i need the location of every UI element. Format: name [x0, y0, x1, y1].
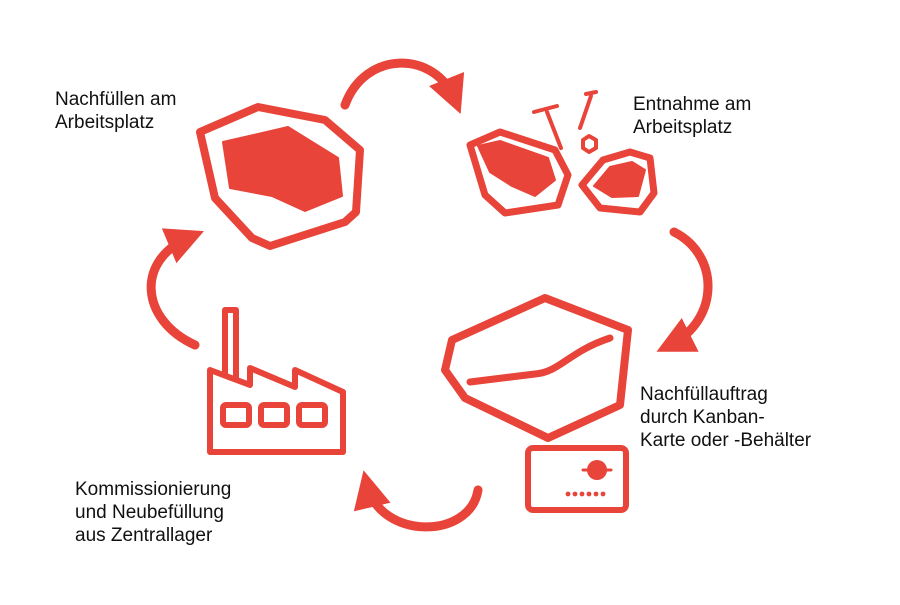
step-label-picking: Kommissionierung und Neubefüllung aus Ze… [75, 478, 231, 547]
step-label-line: Nachfüllauftrag [640, 384, 768, 405]
storage-bin-icon [196, 103, 364, 250]
arrow-left-icon [146, 228, 204, 350]
step-label-line: Kommissionierung [75, 479, 232, 500]
kanban-card-icon [525, 445, 629, 513]
arrow-top-icon [340, 58, 465, 115]
factory-icon [207, 307, 346, 455]
step-label-order: Nachfüllauftrag durch Kanban- Karte oder… [640, 383, 811, 452]
step-label-line: Entnahme am [633, 94, 752, 115]
empty-bin-and-kanban-card-icon [441, 294, 632, 513]
step-label-line: Arbeitsplatz [55, 112, 155, 133]
arrow-right-icon [656, 227, 713, 352]
step-label-line: aus Zentrallager [75, 525, 213, 546]
step-label-line: Arbeitsplatz [633, 117, 733, 138]
step-label-line: durch Kanban- [640, 407, 765, 428]
step-label-line: und Neubefüllung [75, 502, 224, 523]
step-label-line: Karte oder -Behälter [640, 430, 812, 451]
bins-with-screws-icon [466, 90, 658, 217]
arrow-bottom-icon [353, 470, 483, 532]
cycle-arrows [146, 58, 713, 532]
step-label-line: Nachfüllen am [55, 89, 177, 110]
step-label-refill: Nachfüllen am Arbeitsplatz [55, 88, 176, 134]
step-label-removal: Entnahme am Arbeitsplatz [633, 93, 751, 139]
